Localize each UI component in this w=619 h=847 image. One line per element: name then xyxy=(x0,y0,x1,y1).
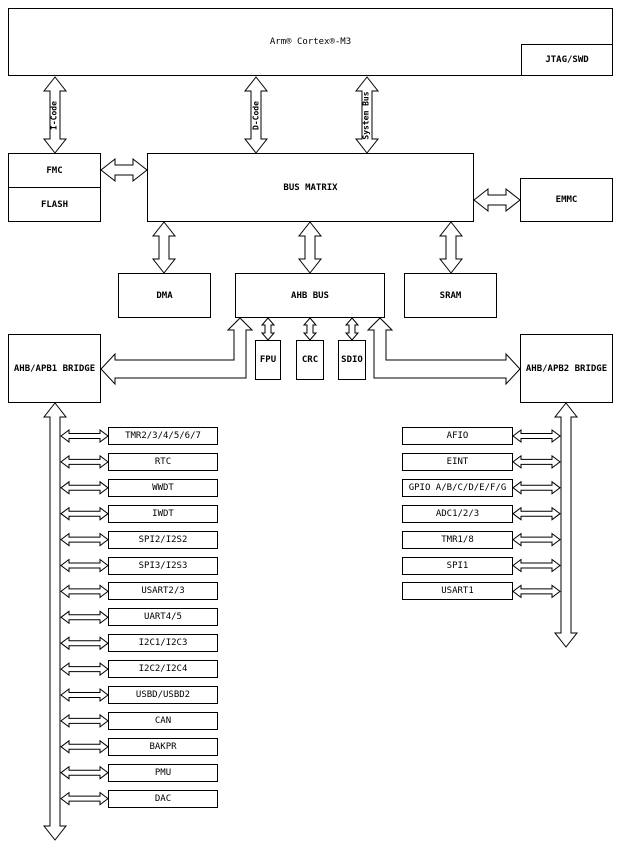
apb1-connector-11 xyxy=(60,713,109,728)
crc-box: CRC xyxy=(296,340,324,380)
fmc-matrix-arrow xyxy=(100,157,148,183)
bus-matrix-box: BUS MATRIX xyxy=(147,153,474,222)
apb2-peripheral-box-3: ADC1/2/3 xyxy=(402,504,513,523)
apb2-connector-2 xyxy=(512,480,561,495)
emmc-box: EMMC xyxy=(520,178,613,222)
matrix-dma-arrow xyxy=(151,221,177,274)
cpu-core-box: Arm® Cortex®-M3 xyxy=(8,8,613,76)
apb1-peripheral-box-10: USBD/USBD2 xyxy=(108,686,218,704)
sdio-box: SDIO xyxy=(338,340,366,380)
apb1-connector-7 xyxy=(60,610,109,625)
apb2-connector-1 xyxy=(512,454,561,469)
apb1-peripheral-box-14: DAC xyxy=(108,789,218,808)
apb1-connector-0 xyxy=(60,429,109,443)
apb1-peripheral-box-3: IWDT xyxy=(108,504,218,523)
fpu-box: FPU xyxy=(255,340,281,380)
ahb-bus-box: AHB BUS xyxy=(235,273,385,318)
apb1-peripheral-box-5: SPI3/I2S3 xyxy=(108,556,218,575)
apb2-peripheral-box-5: SPI1 xyxy=(402,556,513,575)
apb1-connector-10 xyxy=(60,688,109,702)
apb1-connector-2 xyxy=(60,480,109,495)
apb2-connector-0 xyxy=(512,429,561,443)
apb1-peripheral-box-0: TMR2/3/4/5/6/7 xyxy=(108,427,218,445)
apb1-connector-14 xyxy=(60,791,109,806)
apb1-connector-13 xyxy=(60,765,109,780)
ahb-sdio-arrow xyxy=(344,317,360,341)
apb2-connector-6 xyxy=(512,584,561,599)
matrix-sram-arrow xyxy=(438,221,464,274)
apb1-connector-8 xyxy=(60,636,109,651)
jtag-swd-box: JTAG/SWD xyxy=(521,44,613,76)
apb2-peripheral-box-2: GPIO A/B/C/D/E/F/G xyxy=(402,478,513,497)
fpu-label: FPU xyxy=(259,355,277,365)
cpu-core-label: Arm® Cortex®-M3 xyxy=(269,37,352,47)
apb1-peripheral-box-13: PMU xyxy=(108,763,218,782)
ahb-apb1-arrow xyxy=(100,317,254,386)
apb1-bridge-box: AHB/APB1 BRIDGE xyxy=(8,334,101,403)
dma-label: DMA xyxy=(156,290,173,301)
apb1-peripheral-box-7: UART4/5 xyxy=(108,608,218,627)
apb1-peripheral-box-6: USART2/3 xyxy=(108,582,218,601)
apb1-peripheral-box-4: SPI2/I2S2 xyxy=(108,530,218,549)
fmc-box: FMC xyxy=(8,153,101,188)
apb2-peripheral-box-1: EINT xyxy=(402,452,513,471)
crc-label: CRC xyxy=(301,355,319,365)
ahb-fpu-arrow xyxy=(260,317,276,341)
fmc-label: FMC xyxy=(46,165,63,176)
ahb-crc-arrow xyxy=(302,317,318,341)
apb1-peripheral-box-9: I2C2/I2C4 xyxy=(108,660,218,679)
apb2-peripheral-box-6: USART1 xyxy=(402,582,513,601)
apb1-peripheral-box-2: WWDT xyxy=(108,478,218,497)
apb1-peripheral-box-1: RTC xyxy=(108,452,218,471)
dma-box: DMA xyxy=(118,273,211,318)
flash-label: FLASH xyxy=(40,199,69,210)
apb2-connector-5 xyxy=(512,558,561,573)
apb1-bus-arrow xyxy=(42,402,68,841)
apb1-connector-5 xyxy=(60,558,109,573)
apb1-connector-3 xyxy=(60,506,109,521)
apb1-connector-1 xyxy=(60,454,109,469)
sram-box: SRAM xyxy=(404,273,497,318)
apb2-connector-4 xyxy=(512,532,561,547)
apb1-peripheral-box-12: BAKPR xyxy=(108,737,218,756)
jtag-swd-label: JTAG/SWD xyxy=(545,55,589,65)
icode-bus-label: I-Code xyxy=(49,101,59,130)
apb2-bridge-label: AHB/APB2 BRIDGE xyxy=(525,363,608,374)
apb1-connector-4 xyxy=(60,532,109,547)
flash-box: FLASH xyxy=(8,187,101,222)
apb1-connector-9 xyxy=(60,662,109,677)
sram-label: SRAM xyxy=(439,290,462,301)
matrix-ahb-arrow xyxy=(297,221,323,274)
emmc-label: EMMC xyxy=(555,195,578,205)
apb2-bus-arrow xyxy=(553,402,579,648)
apb2-peripheral-box-0: AFIO xyxy=(402,427,513,445)
apb1-connector-12 xyxy=(60,739,109,754)
apb2-bridge-box: AHB/APB2 BRIDGE xyxy=(520,334,613,403)
apb1-peripheral-box-11: CAN xyxy=(108,711,218,730)
dcode-bus-label: D-Code xyxy=(251,101,261,130)
sdio-label: SDIO xyxy=(341,355,363,365)
system-bus-label: System Bus xyxy=(361,91,371,140)
ahb-apb2-arrow xyxy=(366,317,521,386)
matrix-emmc-arrow xyxy=(473,187,521,213)
apb1-connector-6 xyxy=(60,584,109,599)
ahb-bus-label: AHB BUS xyxy=(291,290,329,301)
apb2-connector-3 xyxy=(512,506,561,521)
bus-matrix-label: BUS MATRIX xyxy=(283,182,338,193)
apb1-peripheral-box-8: I2C1/I2C3 xyxy=(108,634,218,653)
apb1-bridge-label: AHB/APB1 BRIDGE xyxy=(13,363,96,374)
apb2-peripheral-box-4: TMR1/8 xyxy=(402,530,513,549)
